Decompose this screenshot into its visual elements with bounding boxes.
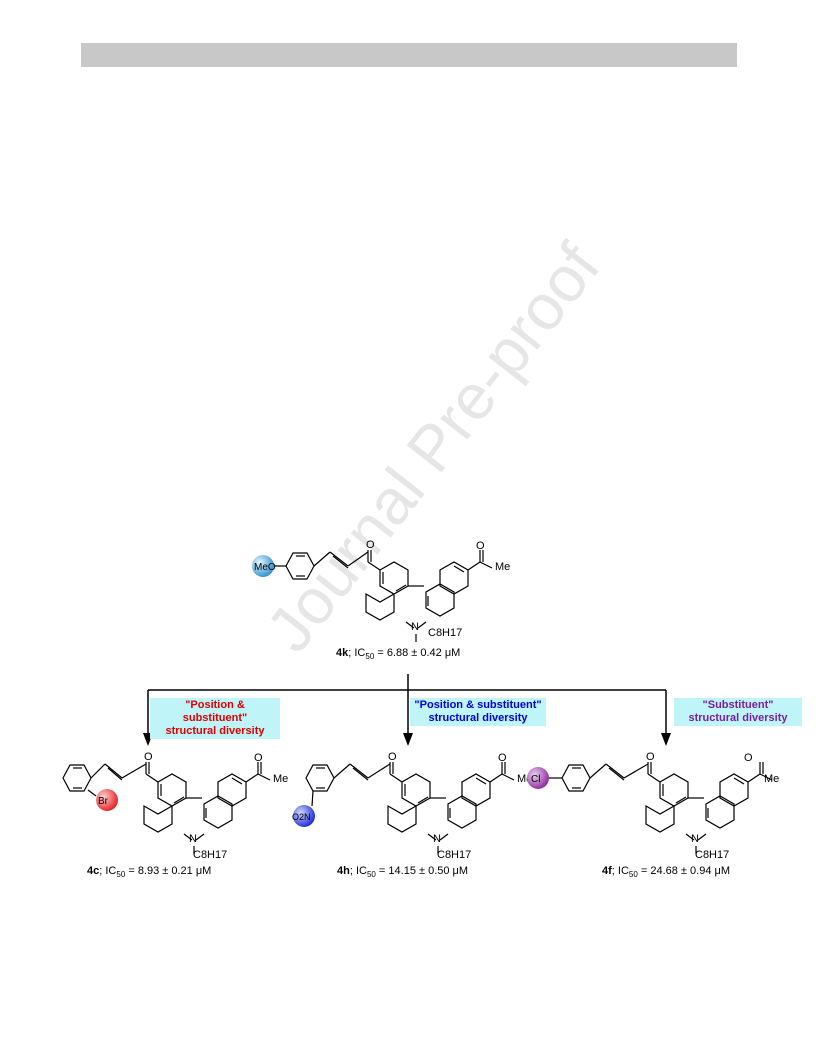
svg-text:N: N xyxy=(691,833,699,845)
svg-text:C8H17: C8H17 xyxy=(437,849,471,861)
svg-text:Me: Me xyxy=(273,773,288,785)
meo-sphere xyxy=(252,555,274,577)
svg-text:Me: Me xyxy=(495,561,510,573)
svg-text:N: N xyxy=(411,621,419,633)
svg-text:O: O xyxy=(744,752,753,764)
compound-4h-structure: O2N O O Me N C8H17 xyxy=(292,751,532,861)
label-position-substituent-middle: "Position & substituent" structural dive… xyxy=(410,698,546,726)
br-sphere xyxy=(96,789,118,811)
svg-text:O: O xyxy=(476,540,485,552)
cl-sphere xyxy=(527,767,549,789)
svg-text:O2N: O2N xyxy=(292,812,311,822)
svg-text:Me: Me xyxy=(764,773,779,785)
compound-4k-structure: MeO O O Me N C8H17 xyxy=(252,539,510,643)
compound-4f-structure: Cl O O Me N C8H17 xyxy=(527,751,779,861)
caption-4c: 4c; IC50 = 8.93 ± 0.21 μM xyxy=(87,865,212,880)
caption-4k: 4k; IC50 = 6.88 ± 0.42 μM xyxy=(336,647,461,662)
svg-text:O: O xyxy=(498,752,507,764)
svg-text:N: N xyxy=(433,833,441,845)
svg-text:C8H17: C8H17 xyxy=(193,849,227,861)
label-substituent-right: "Substituent" structural diversity xyxy=(674,698,802,726)
label-position-substituent-left: "Position & substituent" structural dive… xyxy=(150,698,280,739)
svg-text:O: O xyxy=(646,751,655,763)
svg-text:O: O xyxy=(144,751,153,763)
svg-text:O: O xyxy=(254,752,263,764)
svg-text:MeO: MeO xyxy=(254,562,276,573)
svg-text:C8H17: C8H17 xyxy=(695,849,729,861)
caption-4h: 4h; IC50 = 14.15 ± 0.50 μM xyxy=(337,865,469,880)
no2-sphere xyxy=(293,805,315,827)
svg-text:O: O xyxy=(388,751,397,763)
octyl-chain: C8H17 xyxy=(428,627,462,639)
caption-4f: 4f; IC50 = 24.68 ± 0.94 μM xyxy=(602,865,730,880)
header-bar xyxy=(81,43,737,67)
svg-text:Cl: Cl xyxy=(531,774,540,785)
svg-text:N: N xyxy=(189,833,197,845)
compound-4c-structure: Br O O Me N C8H17 xyxy=(62,751,288,861)
svg-text:O: O xyxy=(366,539,375,551)
svg-text:Br: Br xyxy=(98,796,109,807)
